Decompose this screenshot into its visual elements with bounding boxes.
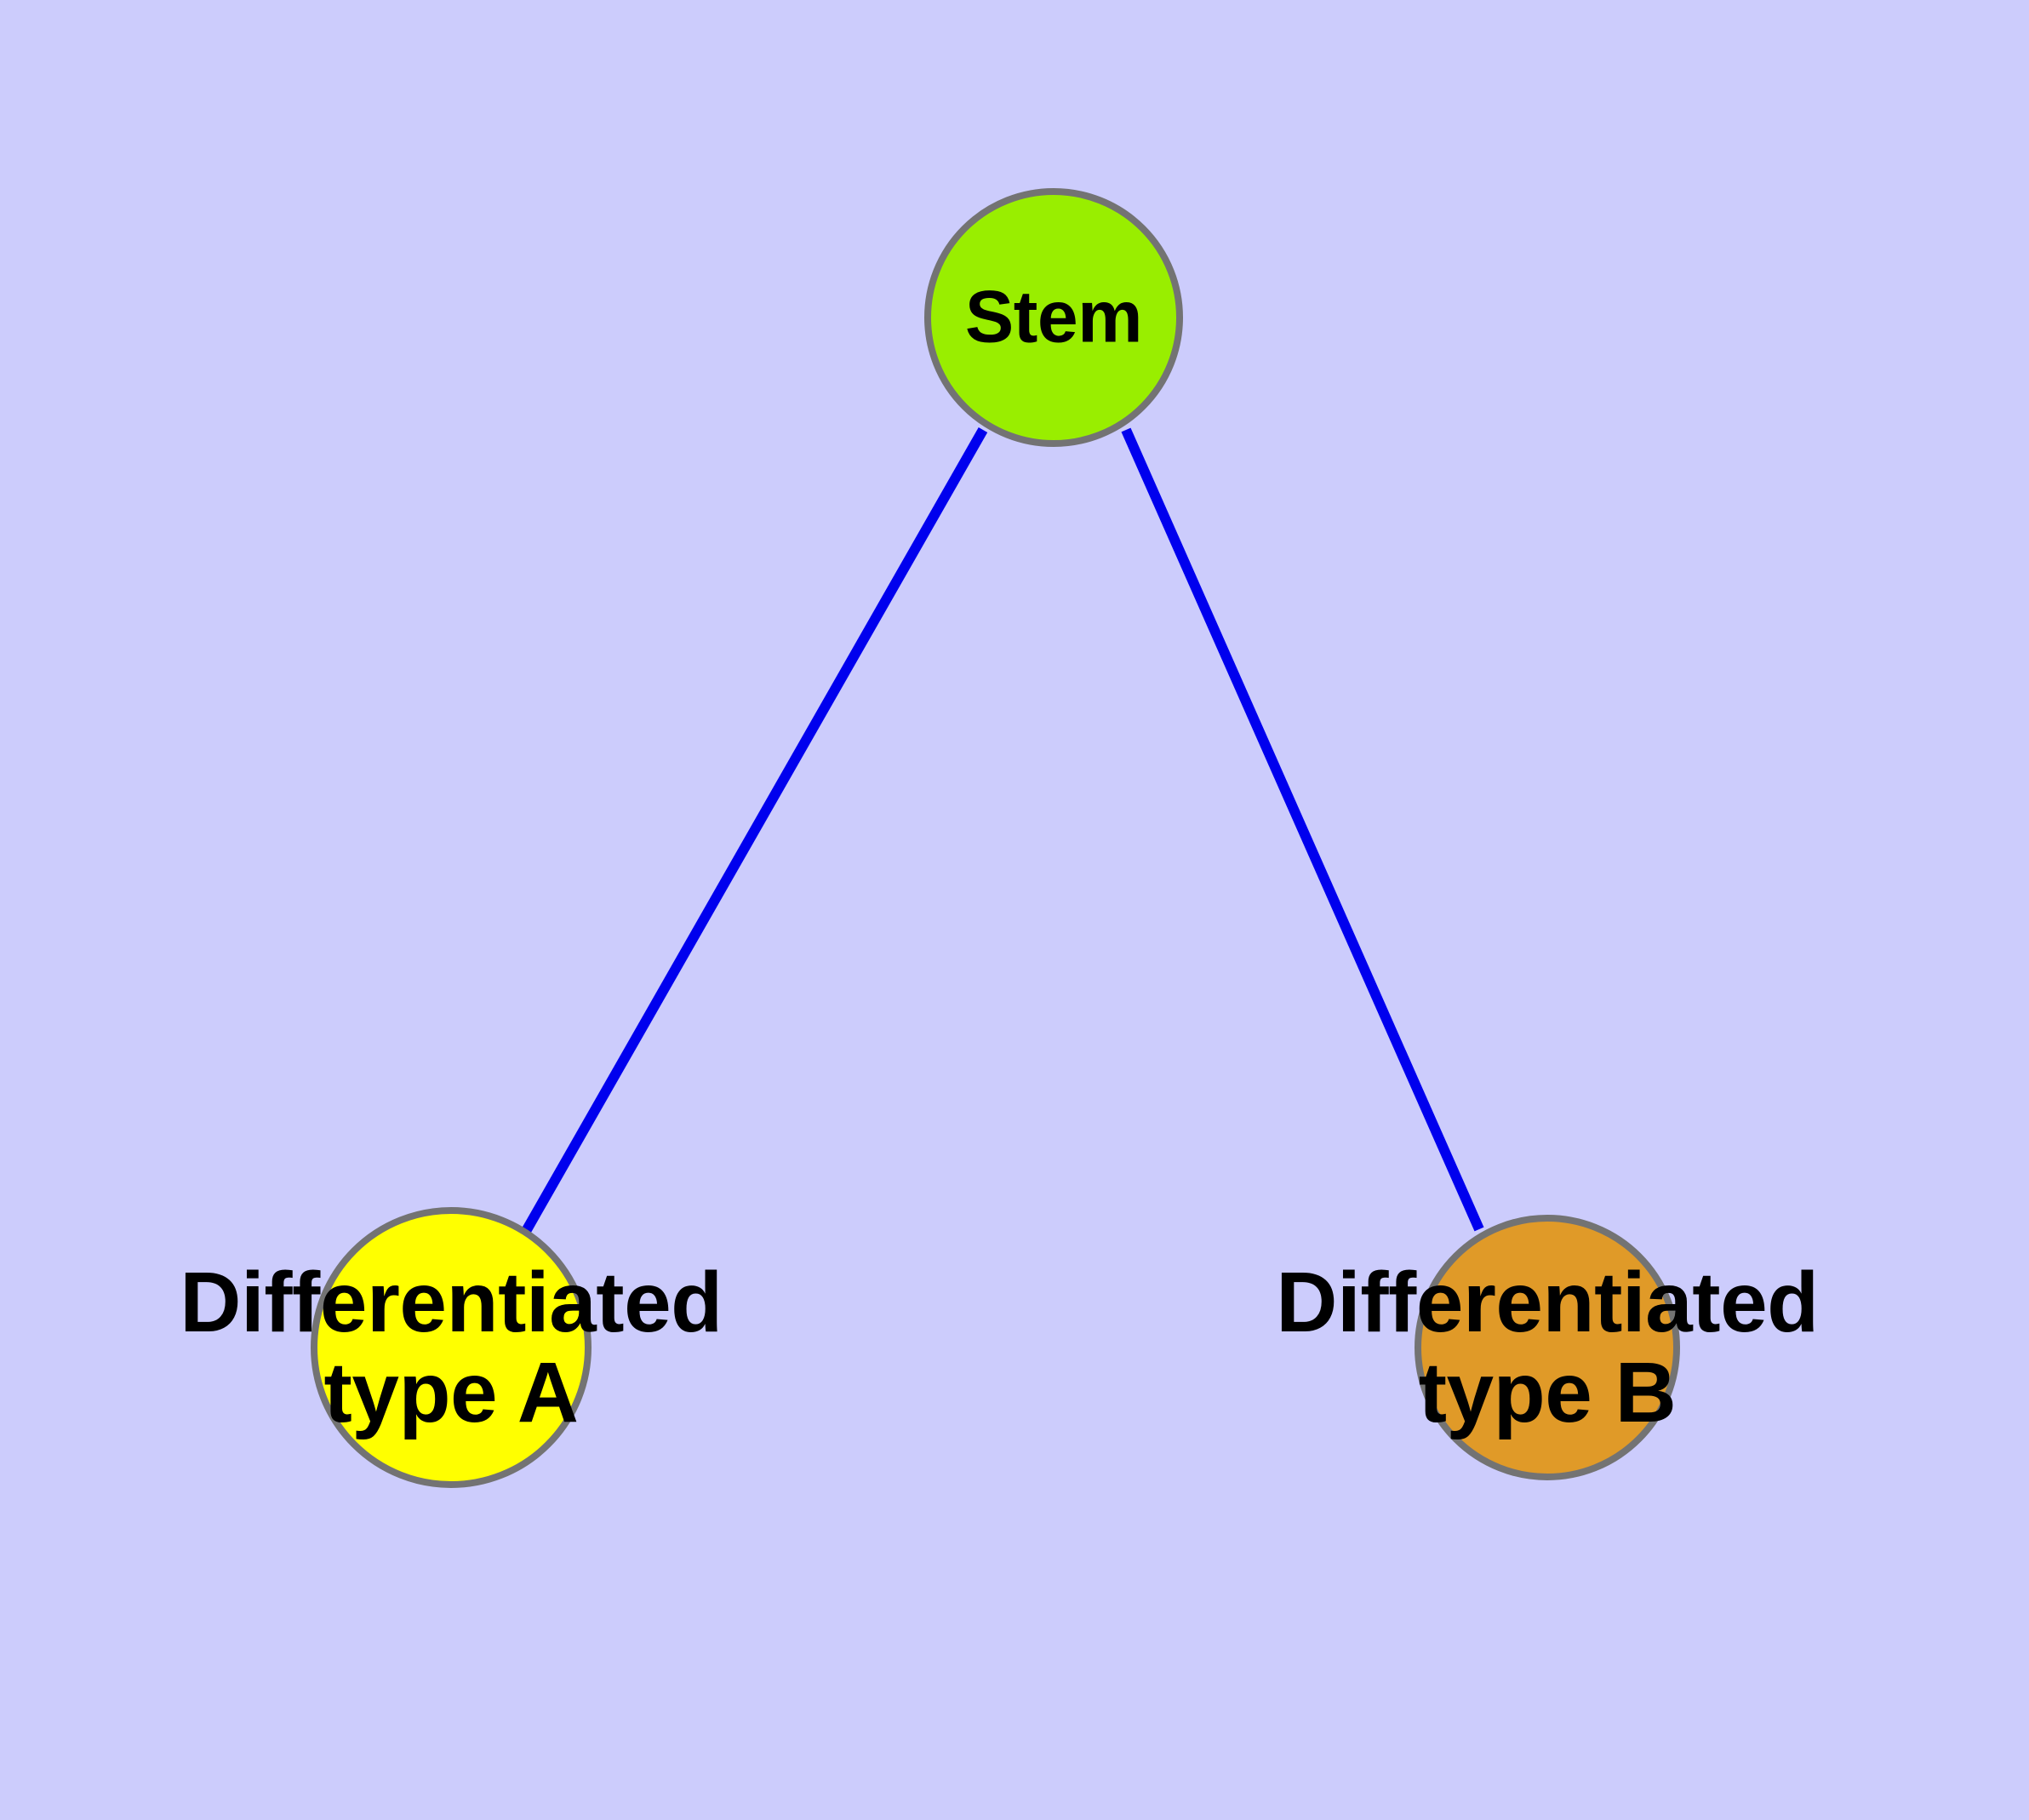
edge-stem-to-differentiated-type-a[interactable] (520, 427, 988, 1235)
node-stem[interactable] (924, 188, 1183, 447)
edge-stem-to-differentiated-type-b[interactable] (1121, 427, 1484, 1232)
node-differentiated-type-a[interactable] (311, 1207, 592, 1488)
edge-layer (520, 427, 1484, 1235)
node-layer (311, 188, 1680, 1488)
node-differentiated-type-b[interactable] (1415, 1215, 1680, 1480)
